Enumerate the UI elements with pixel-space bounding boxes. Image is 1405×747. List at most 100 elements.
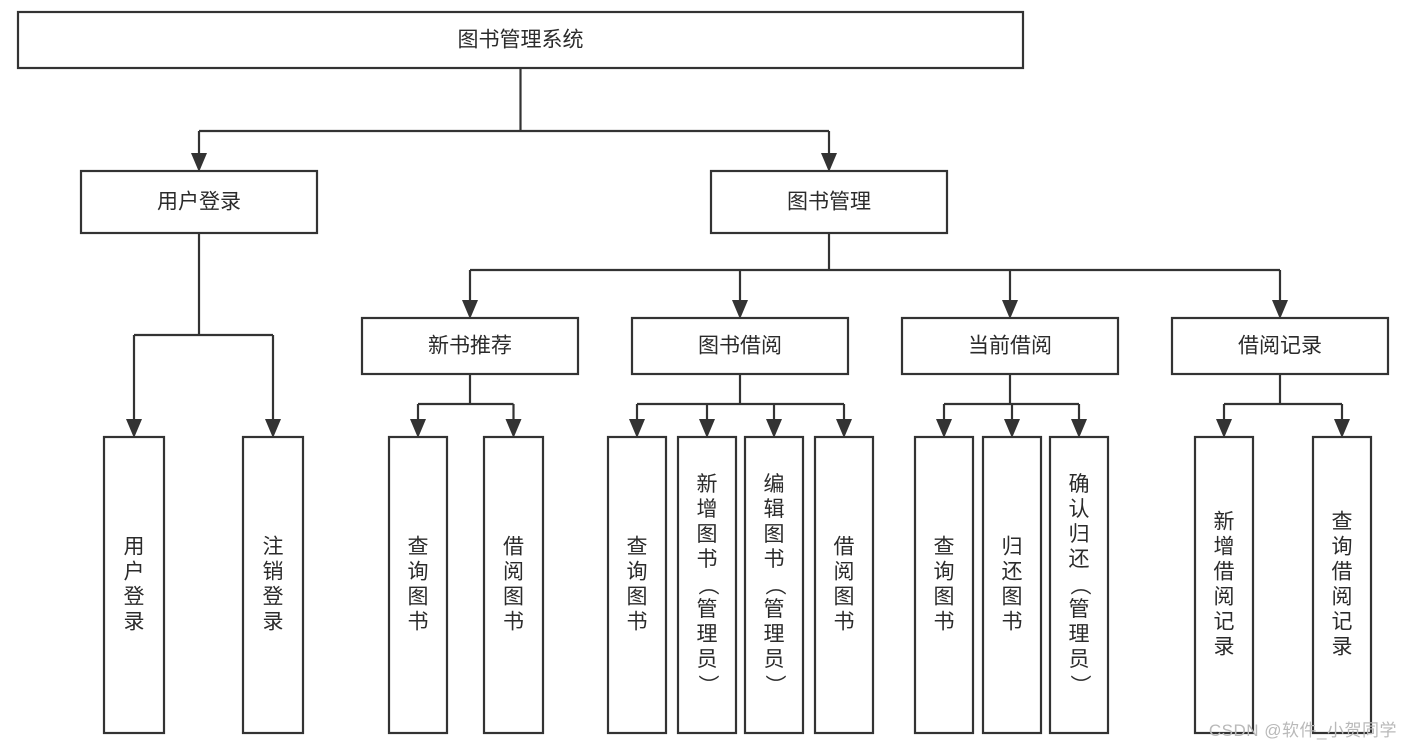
node-label-char: 书 [627,611,648,634]
node-label-char: 认 [1069,498,1090,521]
node-label-char: 查 [408,536,429,559]
arrow-head-icon [936,419,952,438]
node-label-char: 图 [1002,586,1023,609]
arrow-head-icon [766,419,782,438]
node-label-char: 增 [697,498,718,521]
node-label-char: 借 [1332,561,1353,584]
node-label-char: 归 [1002,536,1023,559]
node-box [743,435,805,735]
node-box [630,316,850,376]
arrow-head-icon [505,419,522,438]
node-book-borrow[interactable]: 图书借阅 [630,316,850,376]
node-label-char: 员 [1069,648,1090,671]
arrow-head-icon [836,419,852,438]
node-current-borrow[interactable]: 当前借阅 [900,316,1120,376]
node-box [79,169,319,235]
arrow-head-icon [629,419,645,438]
node-label-char: 书 [834,611,855,634]
node-box [913,435,975,735]
node-label-char: 登 [263,586,284,609]
node-label-char: 新 [1214,511,1235,534]
node-label-char: 图 [934,586,955,609]
node-box [360,316,580,376]
node-user-login[interactable]: 用户登录 [79,169,319,235]
node-label-char: 理 [1069,623,1090,646]
node-label: 借阅记录 [1238,335,1322,358]
node-box [16,10,1025,70]
node-label: 图书借阅 [698,335,782,358]
node-label-char: 理 [697,623,718,646]
arrow-head-icon [462,300,478,319]
arrow-head-icon [265,419,281,438]
node-box [482,435,545,735]
arrow-head-icon [191,153,207,172]
node-label-char: 注 [263,536,284,559]
node-label-char: 还 [1069,548,1090,571]
node-borrow-record[interactable]: 借阅记录 [1170,316,1390,376]
node-label: 图书管理系统 [458,29,584,52]
node-box [900,316,1120,376]
connector-group [126,233,281,438]
node-box [1048,435,1110,735]
node-label-char: 图 [627,586,648,609]
node-box [709,169,949,235]
node-box [676,435,738,735]
node-label-char: 员 [697,648,718,671]
node-label-char: ） [696,675,719,696]
arrow-head-icon [732,300,748,319]
node-new-book-rec[interactable]: 新书推荐 [360,316,580,376]
node-label-char: 阅 [834,561,855,584]
node-label-char: 图 [697,523,718,546]
node-label-char: 记 [1214,611,1235,634]
node-book-manage[interactable]: 图书管理 [709,169,949,235]
node-label-char: 书 [934,611,955,634]
node-root[interactable]: 图书管理系统 [16,10,1025,70]
node-label-char: 录 [1332,636,1353,659]
arrow-head-icon [410,419,426,438]
node-label-char: 查 [934,536,955,559]
node-label-char: （ [1068,575,1091,596]
node-label-char: 书 [503,611,524,634]
node-label-char: 阅 [1214,586,1235,609]
arrow-head-icon [1272,300,1288,319]
node-label-char: 记 [1332,611,1353,634]
node-label-char: 询 [1332,536,1353,559]
arrow-head-icon [126,419,142,438]
node-label-char: 询 [627,561,648,584]
nodes-layer: 图书管理系统用户登录图书管理新书推荐图书借阅当前借阅借阅记录用户登录注销登录查询… [16,10,1390,735]
node-label-char: 查 [627,536,648,559]
arrow-head-icon [699,419,715,438]
arrow-head-icon [821,153,837,172]
node-box [1170,316,1390,376]
node-label-char: 新 [697,473,718,496]
node-label: 用户登录 [157,191,241,214]
node-label-char: 员 [764,648,785,671]
node-label-char: 阅 [1332,586,1353,609]
node-label-char: 询 [408,561,429,584]
node-label-char: 理 [764,623,785,646]
connector-group [629,374,852,438]
node-label-char: 编 [764,473,785,496]
arrow-head-icon [1004,419,1020,438]
arrow-head-icon [1334,419,1350,438]
node-label-char: 还 [1002,561,1023,584]
node-label-char: ） [763,675,786,696]
node-label-char: 登 [124,586,145,609]
connector-group [936,374,1087,438]
node-label-char: 查 [1332,511,1353,534]
arrow-head-icon [1071,419,1087,438]
node-leaf-user-login[interactable]: 用户登录 [102,435,166,735]
